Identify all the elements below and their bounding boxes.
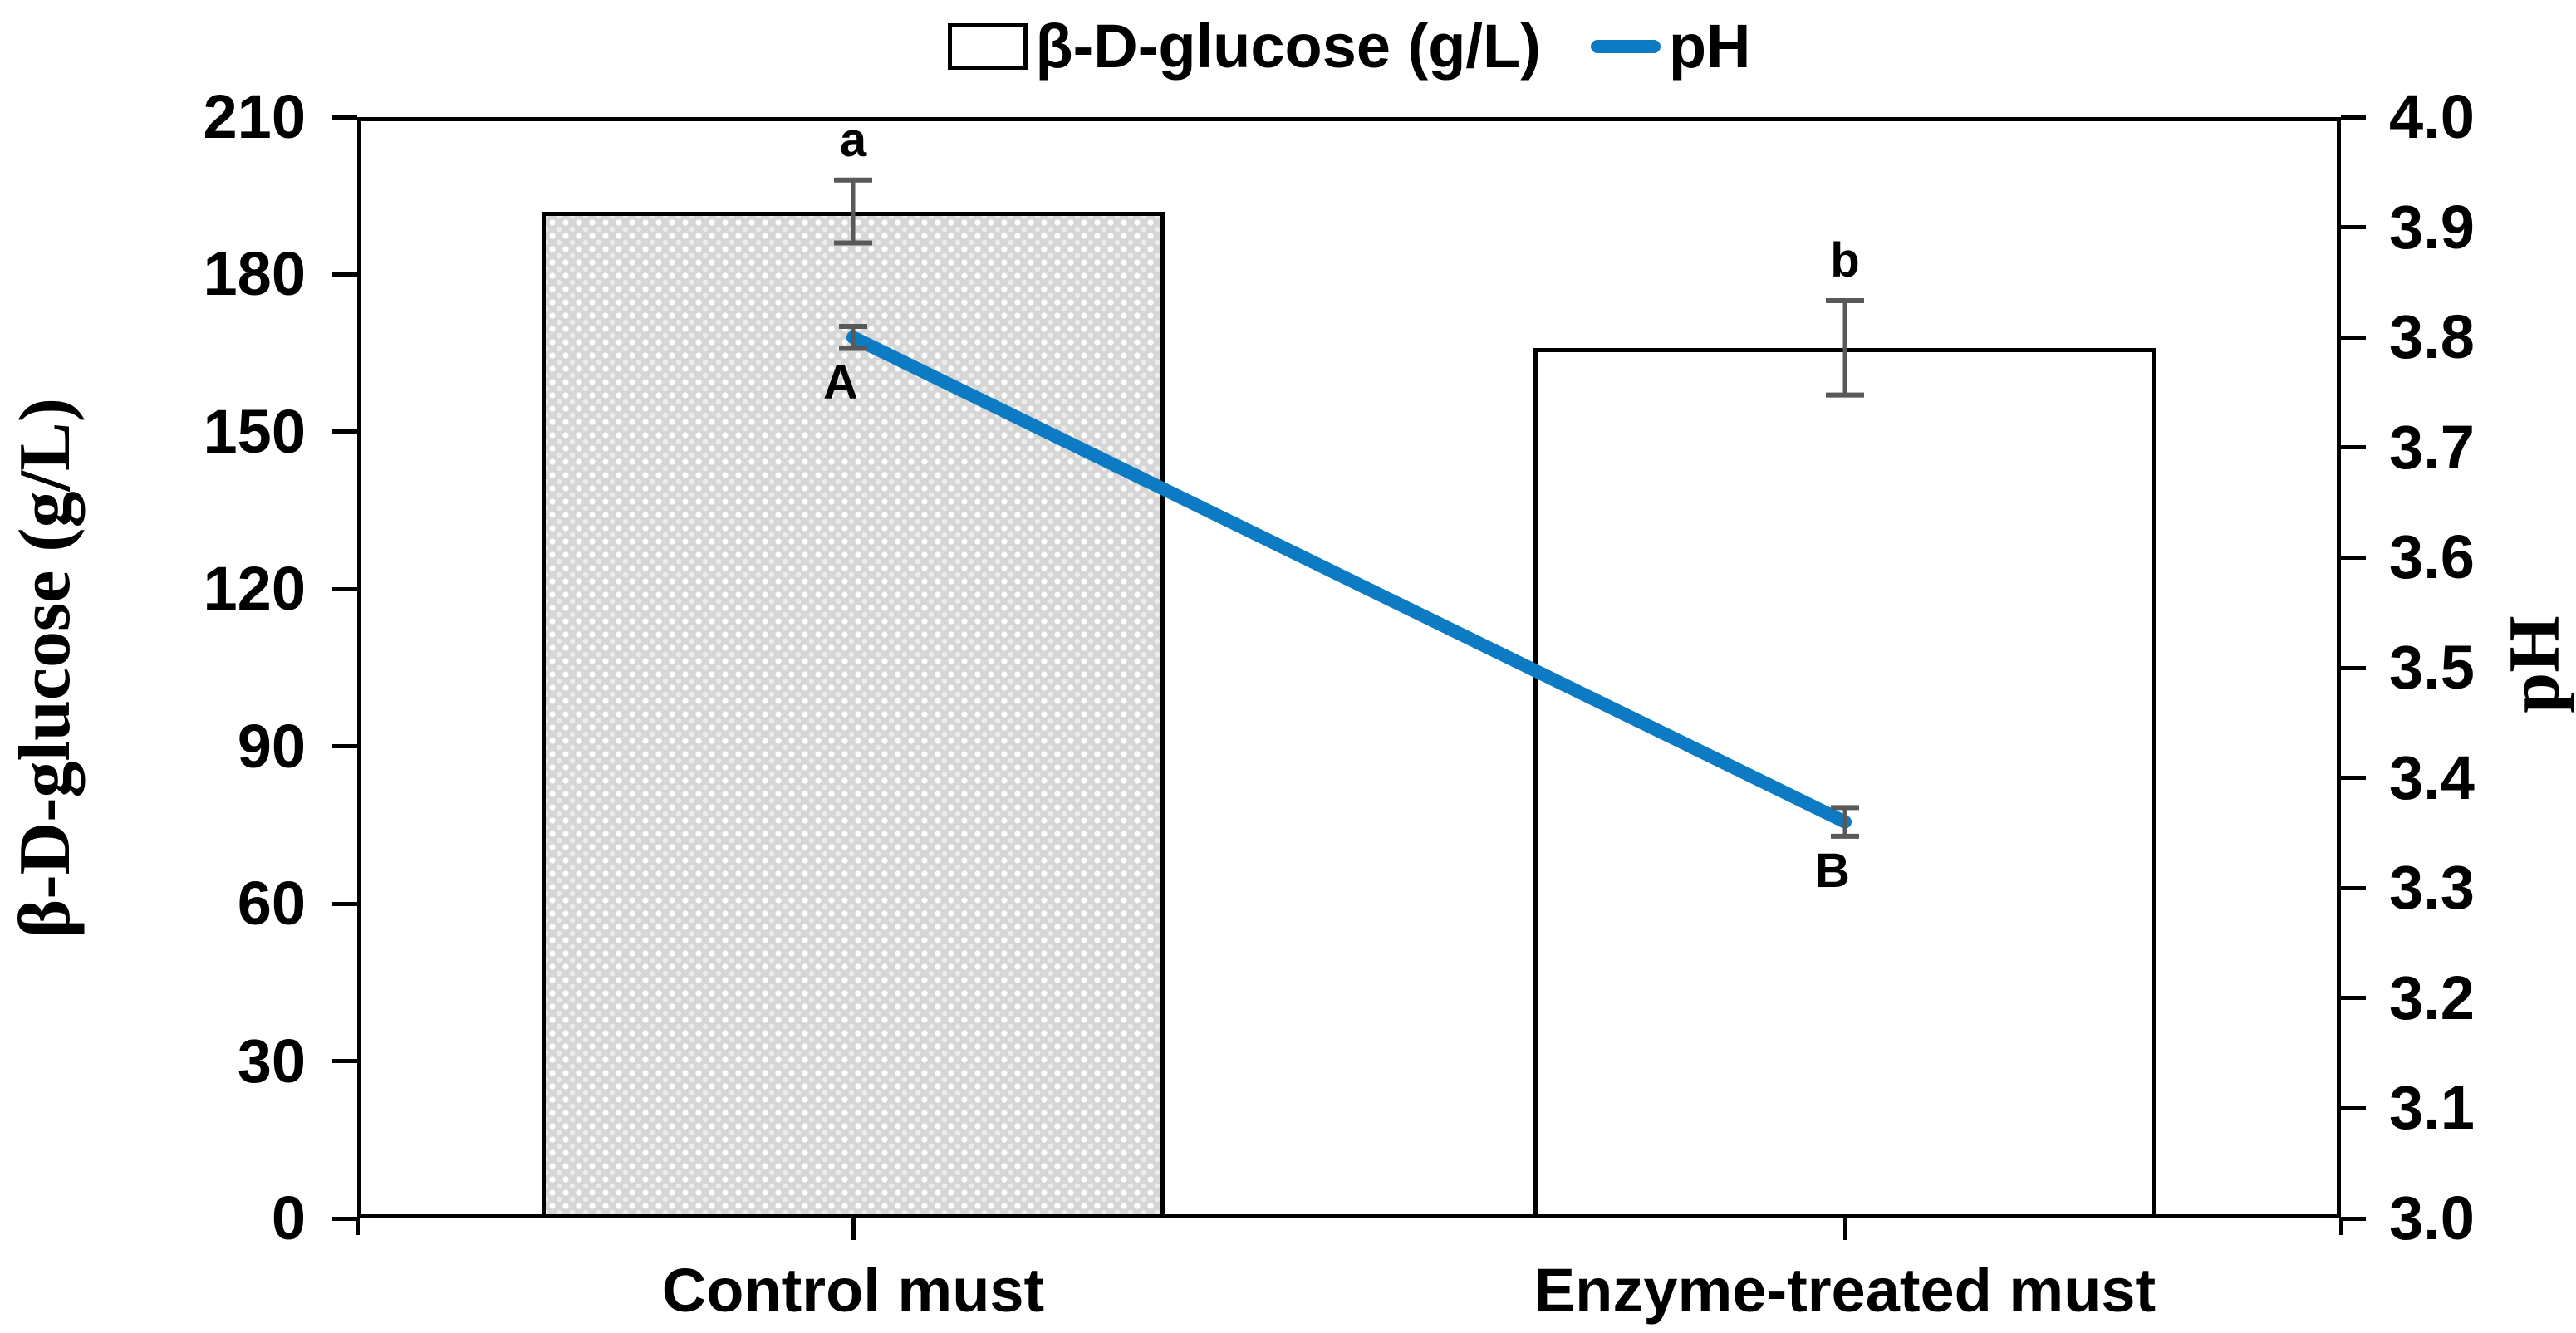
right-axis-tick-label: 3.8 bbox=[2389, 302, 2475, 372]
line-swatch-icon bbox=[1590, 40, 1661, 53]
right-axis-tick-label: 3.5 bbox=[2389, 633, 2475, 702]
ph-significance-letter: B bbox=[1815, 843, 1850, 898]
left-axis-tick bbox=[332, 586, 357, 591]
category-label: Enzyme-treated must bbox=[1533, 1256, 2156, 1325]
x-axis-end-tick bbox=[355, 1218, 360, 1235]
left-axis-tick bbox=[332, 272, 357, 277]
left-axis-tick-label: 60 bbox=[237, 869, 306, 938]
left-axis-tick-label: 0 bbox=[271, 1184, 306, 1252]
left-axis-tick bbox=[332, 1216, 357, 1221]
ph-significance-letter: A bbox=[823, 355, 858, 410]
left-axis-tick-label: 210 bbox=[203, 82, 306, 151]
right-axis-tick-label: 3.4 bbox=[2389, 742, 2475, 812]
right-axis-tick-label: 3.9 bbox=[2389, 192, 2475, 262]
right-axis-tick bbox=[2341, 776, 2366, 781]
legend-label-glucose: β-D-glucose (g/L) bbox=[1035, 12, 1541, 81]
right-axis-tick bbox=[2341, 555, 2366, 560]
right-axis-tick bbox=[2341, 335, 2366, 340]
right-axis-tick bbox=[2341, 225, 2366, 230]
ph-line bbox=[846, 331, 1852, 829]
right-axis-tick-label: 4.0 bbox=[2389, 82, 2475, 151]
right-axis-tick-label: 3.1 bbox=[2389, 1073, 2475, 1143]
left-axis-tick-label: 180 bbox=[203, 239, 306, 309]
legend: β-D-glucose (g/L) pH bbox=[357, 7, 2341, 86]
bar-control-must bbox=[542, 211, 1165, 1218]
left-axis-tick-label: 90 bbox=[237, 711, 306, 781]
right-axis-tick bbox=[2341, 665, 2366, 670]
x-axis-tick bbox=[1842, 1218, 1847, 1240]
left-axis-tick bbox=[332, 429, 357, 434]
left-axis-tick bbox=[332, 744, 357, 749]
bar-enzyme-treated-must bbox=[1533, 347, 2156, 1218]
right-axis-tick bbox=[2341, 115, 2366, 120]
category-label: Control must bbox=[661, 1256, 1045, 1325]
left-axis-tick bbox=[332, 901, 357, 906]
legend-item-ph: pH bbox=[1590, 12, 1751, 81]
bar-swatch-icon bbox=[947, 23, 1028, 70]
left-axis-tick bbox=[332, 115, 357, 120]
bar-significance-letter: a bbox=[839, 112, 867, 167]
left-axis-tick-label: 30 bbox=[237, 1026, 306, 1095]
right-axis-tick bbox=[2341, 445, 2366, 450]
right-axis-tick-label: 3.2 bbox=[2389, 963, 2475, 1032]
right-axis-tick-label: 3.6 bbox=[2389, 522, 2475, 592]
right-axis-tick bbox=[2341, 996, 2366, 1001]
x-axis-end-tick bbox=[2338, 1218, 2343, 1235]
right-axis-tick bbox=[2341, 1216, 2366, 1221]
right-axis-tick-label: 3.3 bbox=[2389, 853, 2475, 923]
bar-significance-letter: b bbox=[1830, 233, 1860, 287]
x-axis-tick bbox=[851, 1218, 856, 1240]
right-axis-tick bbox=[2341, 885, 2366, 890]
left-axis-tick-label: 150 bbox=[203, 396, 306, 466]
legend-item-glucose: β-D-glucose (g/L) bbox=[947, 12, 1541, 81]
right-axis-tick-label: 3.0 bbox=[2389, 1184, 2475, 1252]
plot-area bbox=[357, 117, 2341, 1218]
legend-label-ph: pH bbox=[1668, 12, 1751, 81]
right-axis-tick bbox=[2341, 1105, 2366, 1110]
left-axis-tick-label: 120 bbox=[203, 554, 306, 624]
left-axis-tick bbox=[332, 1059, 357, 1064]
right-axis-tick-label: 3.7 bbox=[2389, 412, 2475, 482]
